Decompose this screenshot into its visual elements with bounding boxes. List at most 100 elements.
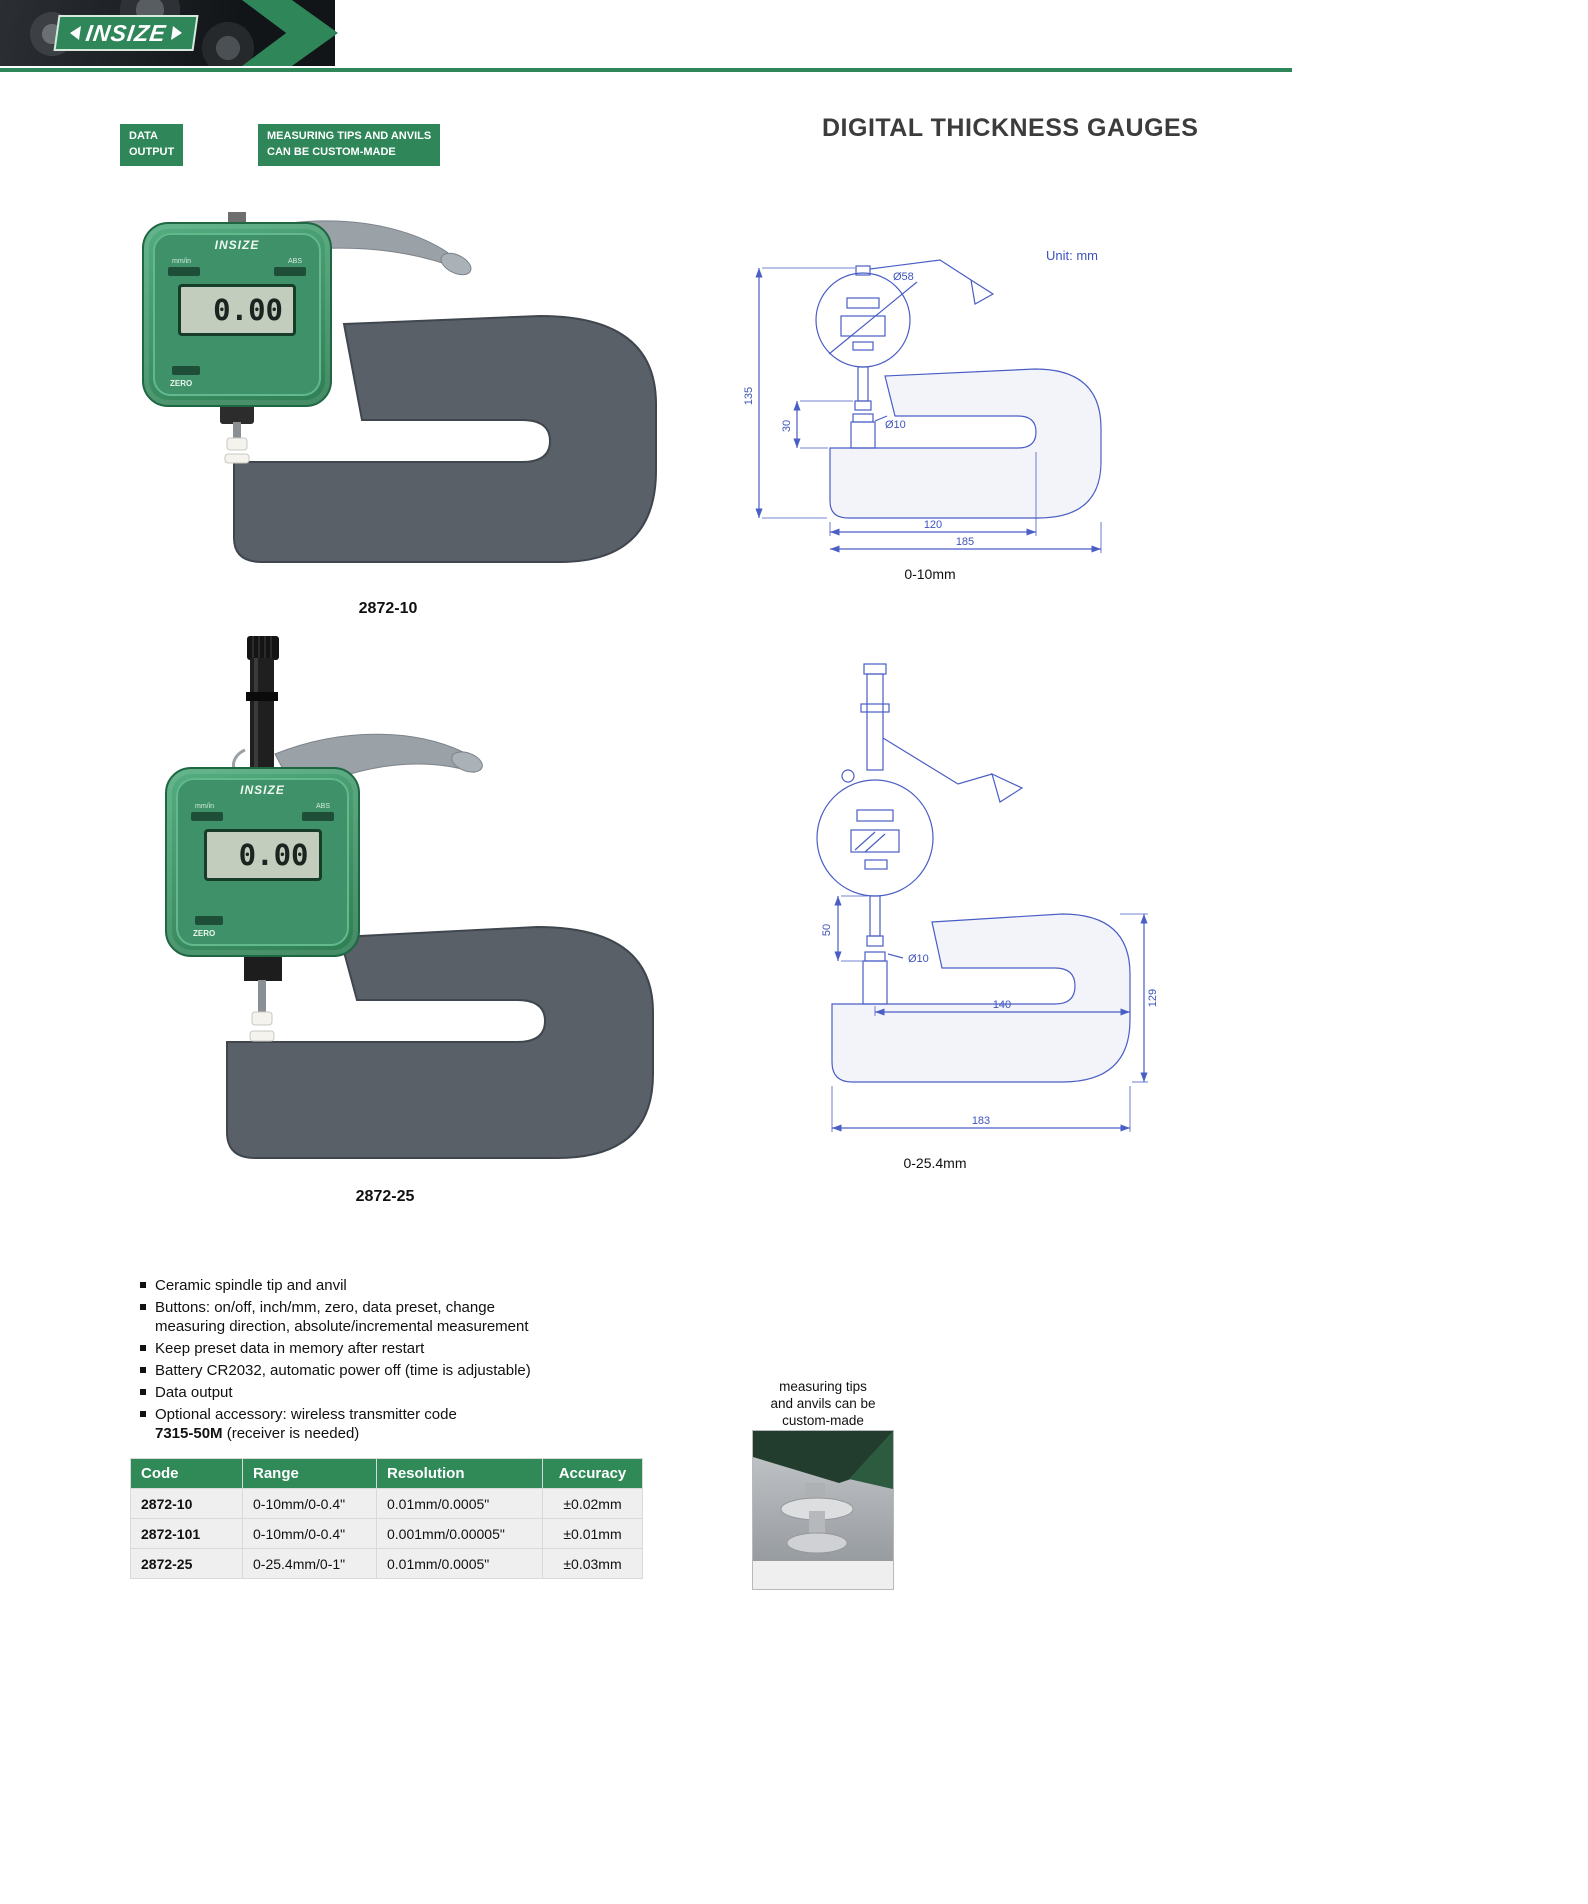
accessory-note: (receiver is needed): [222, 1425, 360, 1442]
dim-dial-diameter: Ø58: [893, 271, 914, 283]
insize-logo: INSIZE: [53, 15, 199, 51]
zero-button: [172, 366, 200, 375]
cell-accuracy: ±0.02mm: [542, 1488, 643, 1519]
cell-code: 2872-25: [130, 1548, 243, 1579]
lever-paddle: [440, 252, 472, 276]
cell-resolution: 0.01mm/0.0005": [376, 1548, 543, 1579]
feature-item: Buttons: on/off, inch/mm, zero, data pre…: [138, 1298, 648, 1336]
dim-throat-depth: 140: [993, 999, 1011, 1011]
logo-text: INSIZE: [84, 19, 169, 46]
feature-text: Battery CR2032, automatic power off (tim…: [155, 1362, 531, 1379]
spindle-mount: [220, 404, 254, 424]
tips-photo: [752, 1430, 894, 1590]
indicator-logo: INSIZE: [214, 238, 260, 252]
dim-throat-depth: 120: [924, 519, 942, 531]
product-code-2872-10: 2872-10: [358, 600, 418, 617]
mm-in-button: [168, 267, 200, 276]
zero-button: [195, 916, 223, 925]
table-row: 2872-101 0-10mm/0-0.4" 0.001mm/0.00005" …: [130, 1518, 643, 1549]
spindle-cap: [247, 636, 279, 660]
dim-travel: 30: [781, 420, 793, 432]
page-header: INSIZE: [0, 0, 1588, 74]
gauge-frame: [226, 925, 654, 1159]
lcd-display: 0.00: [178, 284, 296, 336]
spindle-rod: [258, 980, 266, 1014]
feature-item: Ceramic spindle tip and anvil: [138, 1276, 648, 1295]
drawn-frame: [831, 913, 1131, 1083]
dim-anvil-diameter: Ø10: [885, 419, 906, 431]
header-rule: [0, 68, 1292, 72]
feature-text: Buttons: on/off, inch/mm, zero, data pre…: [155, 1299, 529, 1335]
table-row: 2872-10 0-10mm/0-0.4" 0.01mm/0.0005" ±0.…: [130, 1488, 643, 1519]
spindle-rod: [233, 422, 241, 440]
feature-item: Keep preset data in memory after restart: [138, 1339, 648, 1358]
spindle-body: [250, 658, 274, 770]
ceramic-tip: [226, 437, 248, 451]
dim-height: 129: [1147, 989, 1159, 1007]
feature-item: Battery CR2032, automatic power off (tim…: [138, 1361, 648, 1380]
abs-button: [302, 812, 334, 821]
custom-made-badge: MEASURING TIPS AND ANVILS CAN BE CUSTOM-…: [258, 124, 441, 166]
col-header-resolution: Resolution: [376, 1458, 543, 1489]
dim-width: 183: [972, 1115, 990, 1127]
feature-text: Optional accessory: wireless transmitter…: [155, 1406, 457, 1423]
accessory-code: 7315-50M: [155, 1425, 223, 1442]
feature-text: Data output: [155, 1384, 233, 1401]
lcd-display: 0.00: [203, 829, 322, 881]
feature-list: Ceramic spindle tip and anvil Buttons: o…: [138, 1276, 648, 1446]
unit-label: Unit: mm: [1046, 248, 1098, 263]
feature-item: Optional accessory: wireless transmitter…: [138, 1405, 648, 1443]
cell-accuracy: ±0.01mm: [542, 1518, 643, 1549]
cell-code: 2872-101: [130, 1518, 243, 1549]
digital-indicator: INSIZE mm/in ABS 0.00 ZERO: [165, 767, 360, 957]
digital-indicator: INSIZE mm/in ABS 0.00 ZERO: [142, 222, 332, 407]
technical-drawing-2872-25: 50 Ø10 140 129 183: [816, 663, 1159, 1132]
table-row: 2872-25 0-25.4mm/0-1" 0.01mm/0.0005" ±0.…: [130, 1548, 643, 1579]
page-title: DIGITAL THICKNESS GAUGES: [822, 114, 1199, 142]
mm-in-button-label: mm/in: [172, 258, 192, 265]
drawing-linework: [816, 663, 1148, 1132]
drawing-caption-2872-10: 0-10mm: [904, 566, 956, 582]
spindle-ring: [246, 692, 278, 701]
gauge-frame: [233, 314, 657, 563]
drawn-frame: [829, 368, 1102, 519]
technical-drawing-2872-10: Ø58 135 30 Ø10 120 185: [743, 259, 1102, 553]
anvil-disc: [786, 1532, 848, 1554]
product-photo-2872-25: INSIZE mm/in ABS 0.00 ZERO: [105, 632, 665, 1162]
dim-anvil-diameter: Ø10: [908, 953, 929, 965]
cell-resolution: 0.001mm/0.00005": [376, 1518, 543, 1549]
dim-lift: 50: [821, 924, 833, 936]
drawing-caption-2872-25: 0-25.4mm: [903, 1155, 967, 1171]
mm-in-button: [191, 812, 223, 821]
feature-item: Data output: [138, 1383, 648, 1402]
cell-code: 2872-10: [130, 1488, 243, 1519]
logo-arrow-right-icon: [171, 26, 184, 40]
ceramic-anvil: [224, 453, 250, 464]
spec-table: Code Range Resolution Accuracy 2872-10 0…: [130, 1458, 643, 1579]
tips-caption: measuring tips and anvils can be custom-…: [770, 1379, 876, 1428]
cell-resolution: 0.01mm/0.0005": [376, 1488, 543, 1519]
mm-in-button-label: mm/in: [195, 803, 215, 810]
zero-button-label: ZERO: [170, 379, 193, 388]
ceramic-anvil: [249, 1030, 275, 1042]
col-header-range: Range: [242, 1458, 377, 1489]
feature-text: Ceramic spindle tip and anvil: [155, 1277, 347, 1294]
abs-button: [274, 267, 306, 276]
col-header-accuracy: Accuracy: [542, 1458, 643, 1489]
abs-button-label: ABS: [315, 803, 330, 810]
zero-button-label: ZERO: [193, 929, 216, 938]
dimension-labels: Ø58 135 30 Ø10 120 185: [743, 271, 974, 548]
cell-range: 0-10mm/0-0.4": [242, 1488, 377, 1519]
hex-nut: [244, 953, 282, 981]
feature-text: Keep preset data in memory after restart: [155, 1340, 425, 1357]
cell-accuracy: ±0.03mm: [542, 1548, 643, 1579]
table-header-row: Code Range Resolution Accuracy: [130, 1458, 643, 1489]
dim-height: 135: [743, 387, 755, 405]
logo-arrow-left-icon: [69, 26, 81, 40]
cell-range: 0-10mm/0-0.4": [242, 1518, 377, 1549]
product-photo-2872-10: INSIZE mm/in ABS 0.00 ZERO: [112, 212, 664, 594]
col-header-code: Code: [130, 1458, 243, 1489]
dim-width: 185: [956, 536, 974, 548]
product-code-2872-25: 2872-25: [355, 1188, 415, 1205]
